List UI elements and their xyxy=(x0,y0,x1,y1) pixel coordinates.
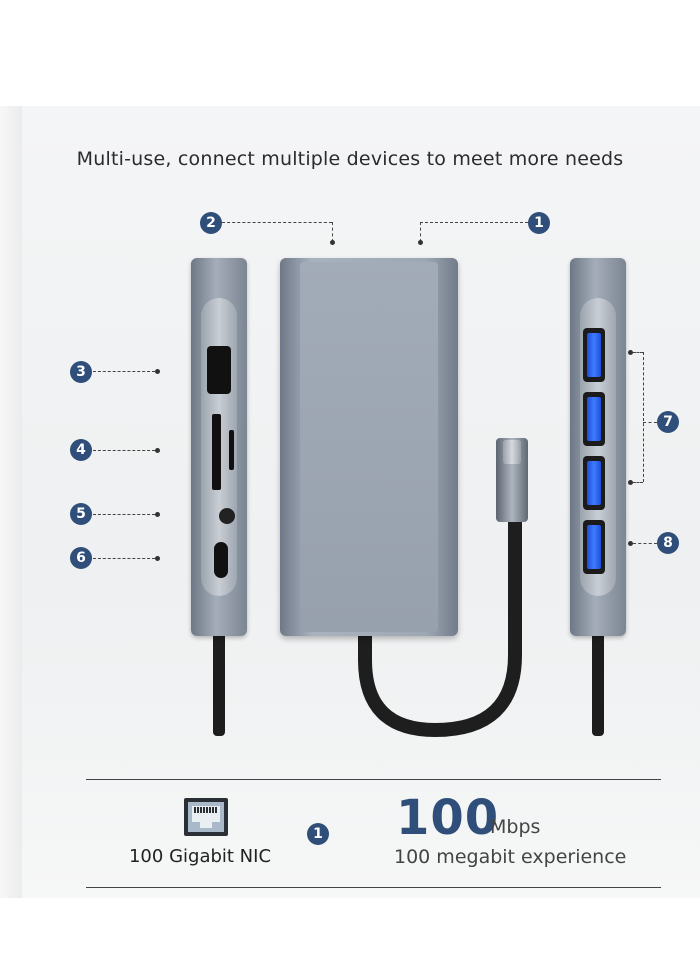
callout-line-8 xyxy=(633,543,657,544)
callout-dot-8 xyxy=(628,541,633,546)
speed-unit: Mbps xyxy=(490,816,541,838)
hub-top-face xyxy=(300,262,438,632)
callout-badge-6: 6 xyxy=(70,547,92,569)
callout-dot-7a xyxy=(628,350,633,355)
divider-bottom xyxy=(86,887,661,888)
speed-value: 100 xyxy=(396,790,500,846)
speed-description: 100 megabit experience xyxy=(394,846,627,868)
callout-line-5 xyxy=(93,514,155,515)
usb-a-port-1-tongue xyxy=(587,333,601,377)
callout-dot-5 xyxy=(155,512,160,517)
callout-badge-3: 3 xyxy=(70,361,92,383)
callout-dot-3 xyxy=(155,369,160,374)
callout-line-3 xyxy=(93,371,155,372)
callout-line-1-drop xyxy=(420,222,421,242)
callout-line-2 xyxy=(222,222,332,223)
sd-card-slot xyxy=(212,414,221,490)
callout-badge-4: 4 xyxy=(70,439,92,461)
feature-badge: 1 xyxy=(307,823,329,845)
audio-jack-port xyxy=(219,508,235,524)
ethernet-port-icon xyxy=(184,798,228,836)
callout-badge-1: 1 xyxy=(528,212,550,234)
callout-dot-2 xyxy=(330,240,335,245)
usb-a-port-3 xyxy=(583,456,605,510)
callout-line-4 xyxy=(93,450,155,451)
usb-c-cable xyxy=(358,513,522,738)
usb-a-port-1 xyxy=(583,328,605,382)
callout-badge-2: 2 xyxy=(200,212,222,234)
tf-card-slot xyxy=(229,430,234,470)
callout-badge-5: 5 xyxy=(70,503,92,525)
usb-a-port-4-tongue xyxy=(587,525,601,569)
callout-dot-4 xyxy=(155,448,160,453)
callout-badge-7: 7 xyxy=(657,411,679,433)
callout-dot-6 xyxy=(155,556,160,561)
nic-label: 100 Gigabit NIC xyxy=(128,846,272,867)
headline: Multi-use, connect multiple devices to m… xyxy=(76,148,624,170)
divider-top xyxy=(86,779,661,780)
right-cable xyxy=(592,620,604,736)
usb-a-port-3-tongue xyxy=(587,461,601,505)
callout-line-6 xyxy=(93,558,155,559)
usb-c-plug-tip xyxy=(503,440,521,464)
callout-line-7-top xyxy=(633,352,643,353)
callout-line-2-drop xyxy=(332,222,333,242)
callout-bracket-7 xyxy=(643,352,644,482)
hdmi-port xyxy=(207,346,231,394)
panel-shadow-edge xyxy=(0,106,22,898)
callout-badge-8: 8 xyxy=(657,532,679,554)
usb-a-port-2 xyxy=(583,392,605,446)
callout-dot-1 xyxy=(418,240,423,245)
callout-line-1 xyxy=(420,222,528,223)
hub-right-side xyxy=(570,258,626,636)
callout-dot-7b xyxy=(628,480,633,485)
callout-line-7-bottom xyxy=(633,482,643,483)
usb-c-port xyxy=(214,542,228,578)
left-cable xyxy=(213,620,225,736)
callout-line-7 xyxy=(643,422,657,423)
usb-a-port-4 xyxy=(583,520,605,574)
usb-a-port-2-tongue xyxy=(587,397,601,441)
